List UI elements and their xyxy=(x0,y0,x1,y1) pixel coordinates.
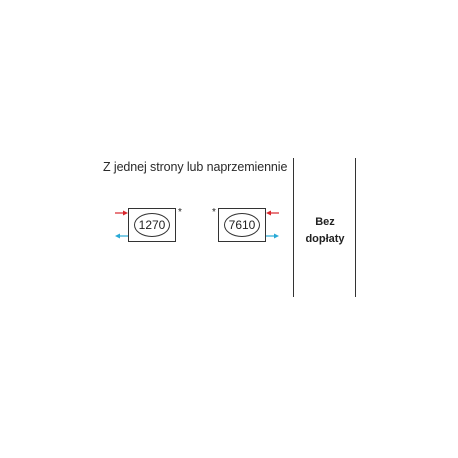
surcharge-line-1: Bez xyxy=(315,216,335,228)
surcharge-line-2: dopłaty xyxy=(305,233,345,245)
column-divider-right xyxy=(355,158,357,297)
connection-box-7610: 7610 xyxy=(218,208,266,242)
supply-arrow-7610-icon xyxy=(266,210,279,216)
connection-box-1270: 1270 xyxy=(128,208,176,242)
return-arrow-7610-icon xyxy=(266,233,279,239)
column-divider-left xyxy=(293,158,295,297)
surcharge-label: Bez dopłaty xyxy=(300,214,350,248)
supply-arrow-1270-icon xyxy=(115,210,128,216)
code-oval-1270: 1270 xyxy=(134,213,170,237)
note-marker-7610: * xyxy=(212,207,216,218)
note-marker-1270: * xyxy=(178,207,182,218)
connection-code-7610: 7610 xyxy=(228,218,256,232)
connection-heading: Z jednej strony lub naprzemiennie xyxy=(103,160,288,174)
code-oval-7610: 7610 xyxy=(224,213,260,237)
return-arrow-1270-icon xyxy=(115,233,128,239)
connection-code-1270: 1270 xyxy=(138,218,166,232)
